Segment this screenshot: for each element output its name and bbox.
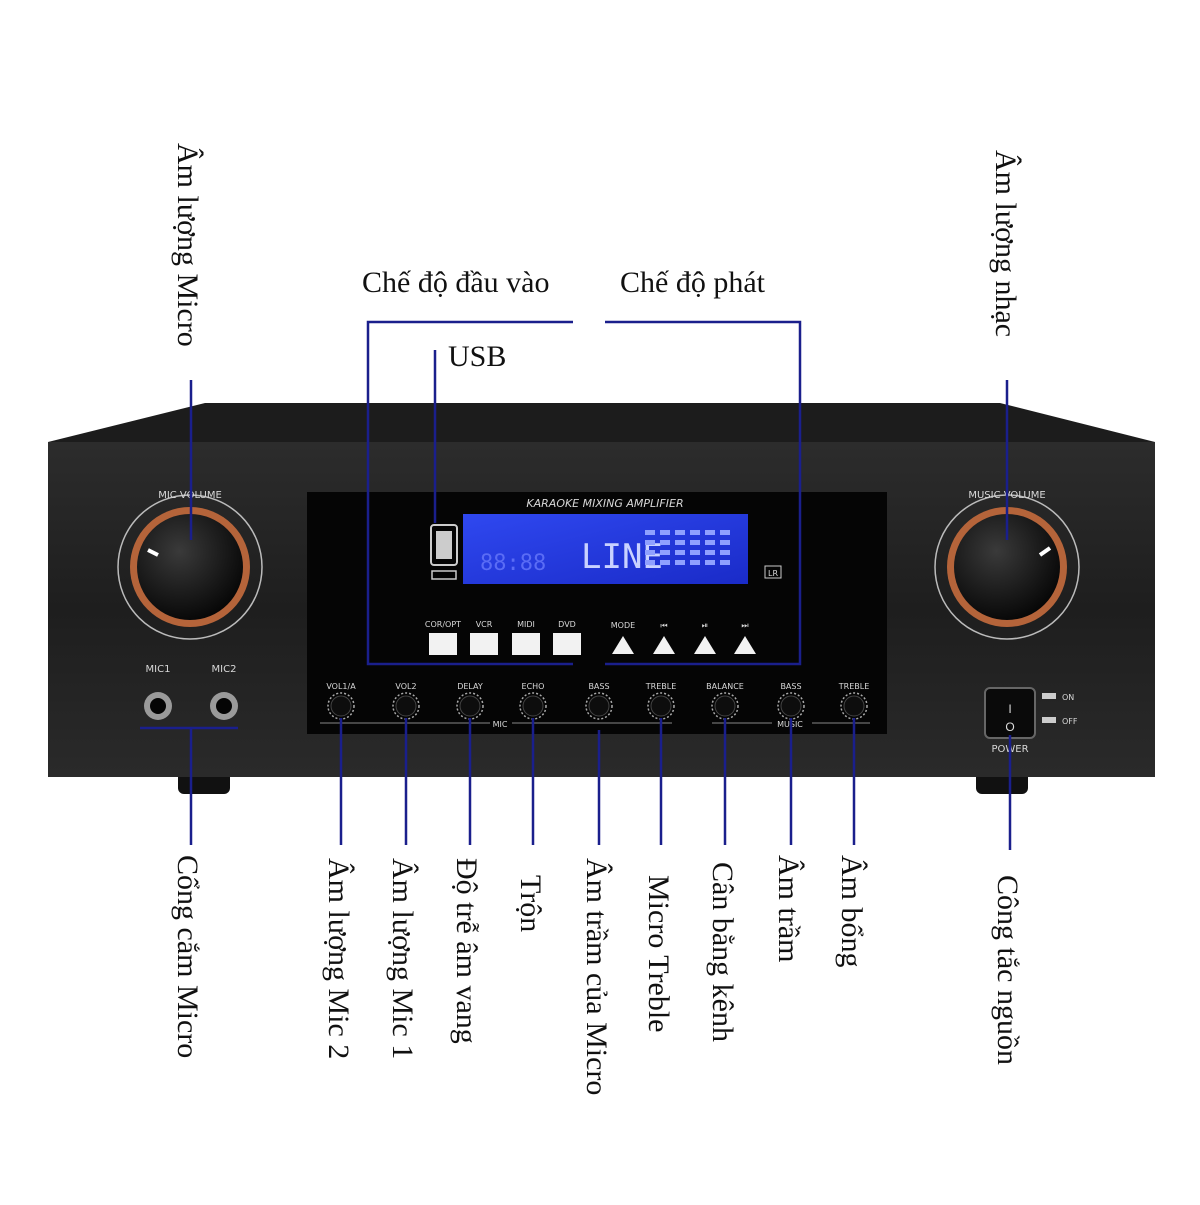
play-button[interactable] [734,636,756,654]
rotary-knob[interactable] [588,695,610,717]
play-button[interactable] [694,636,716,654]
play-button-label: ⏭ [741,621,748,630]
svg-text:I: I [1008,702,1011,716]
input-button-label: COR/OPT [425,620,461,629]
mic-volume-knob [117,494,263,640]
input-button-label: VCR [476,620,493,629]
mix-callout: Trộn [514,875,547,933]
rotary-knob[interactable] [330,695,352,717]
mic2-volume-callout: Âm lượng Mic 2 [322,858,355,1060]
balance-callout: Cân bằng kênh [706,862,739,1042]
knob-label: VOL1/A [326,682,356,691]
usb-callout: USB [448,340,507,373]
knob-label: ECHO [522,682,545,691]
mic-bass-callout: Âm trầm của Micro [580,858,613,1096]
svg-text:88:88: 88:88 [480,551,546,576]
mic1-volume-callout: Âm lượng Mic 1 [386,858,419,1060]
mic-jack-callout: Cổng cắm Micro [171,855,204,1059]
mic-treble-callout: Micro Treble [642,875,675,1033]
mic1-label: MIC1 [146,664,171,675]
bass-callout: Âm trầm [772,855,805,963]
input-mode-callout: Chế độ đầu vào [362,266,550,299]
mic-volume-callout: Âm lượng Micro [171,143,204,347]
rotary-knob[interactable] [650,695,672,717]
top-lid [48,403,1155,442]
knob-label: BASS [780,682,801,691]
mic-group-label: MIC [493,720,508,729]
play-button-label: ⏮ [660,621,667,630]
power-switch-callout: Công tắc nguồn [991,875,1024,1065]
rotary-knob[interactable] [843,695,865,717]
treble-callout: Âm bổng [835,855,868,968]
on-label: ON [1062,693,1074,702]
input-button[interactable] [470,633,498,655]
rotary-knob[interactable] [714,695,736,717]
svg-text:O: O [1005,720,1014,734]
play-button-label: ⏯ [702,621,708,630]
music-volume-knob [934,494,1080,640]
echo-delay-callout: Độ trễ âm vang [450,858,483,1044]
knob-scale [585,692,613,720]
knob-label: TREBLE [645,682,677,691]
knob-label: BALANCE [706,682,744,691]
knob-label: VOL2 [395,682,416,691]
knob-label: DELAY [457,682,483,691]
callout-lines [140,320,1012,850]
input-button-label: MIDI [517,620,535,629]
rotary-knob[interactable] [459,695,481,717]
input-button[interactable] [512,633,540,655]
panel-title: KARAOKE MIXING AMPLIFIER [526,497,683,510]
lr-label: LR [768,569,778,578]
play-button[interactable] [653,636,675,654]
play-mode-callout: Chế độ phát [620,266,765,299]
music-volume-callout: Âm lượng nhạc [989,150,1022,338]
knob-label: TREBLE [838,682,870,691]
play-button[interactable] [612,636,634,654]
input-button[interactable] [429,633,457,655]
lcd-display [463,514,748,584]
mic2-label: MIC2 [212,664,237,675]
rotary-knob[interactable] [522,695,544,717]
off-label: OFF [1062,717,1078,726]
input-button[interactable] [553,633,581,655]
play-button-label: MODE [611,621,635,630]
usb-port [430,524,458,566]
rotary-knob[interactable] [395,695,417,717]
input-button-label: DVD [558,620,576,629]
rotary-knob[interactable] [780,695,802,717]
knob-label: BASS [588,682,609,691]
